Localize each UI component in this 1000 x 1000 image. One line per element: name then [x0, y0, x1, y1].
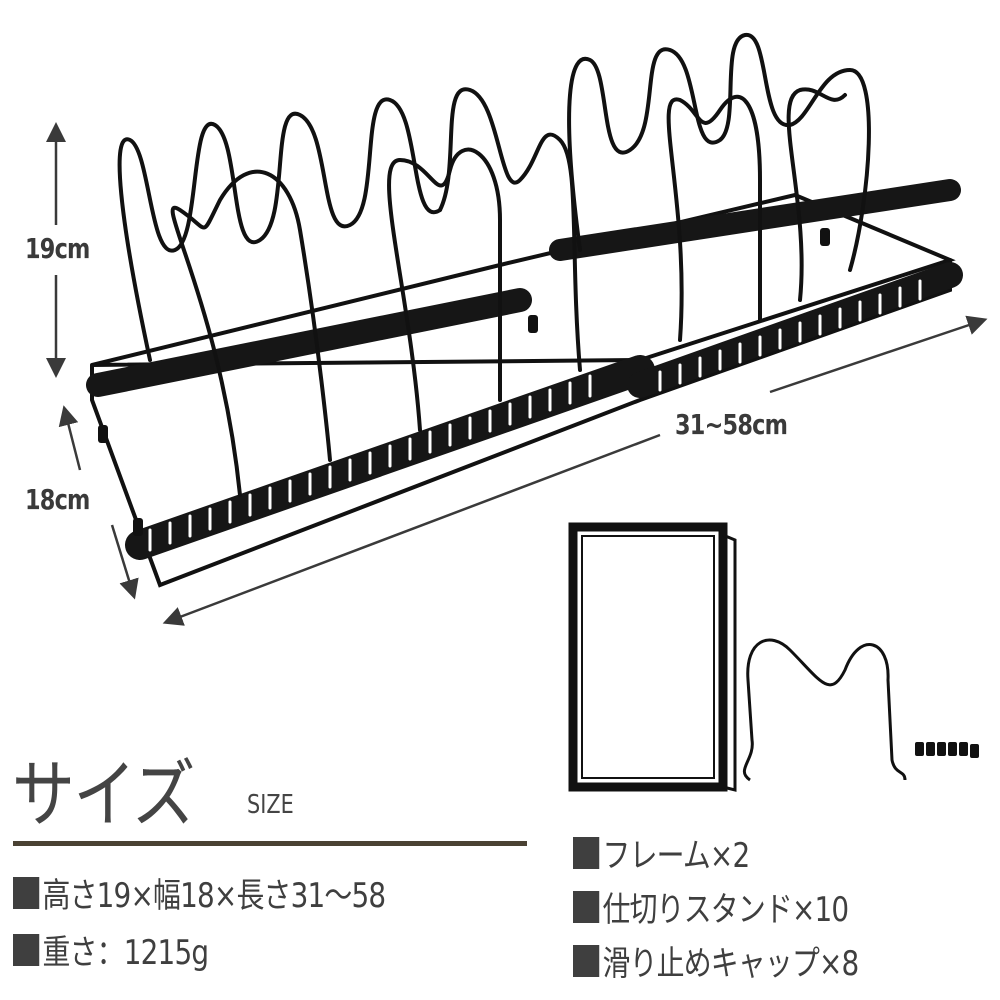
bullet-square-icon — [13, 933, 40, 966]
length-dimension-label: 31~58cm — [675, 408, 788, 441]
dimension-arrows — [46, 122, 988, 626]
content-frame-text: フレーム×2 — [602, 836, 751, 876]
spec-size-text: 高さ19×幅18×長さ31〜58 — [42, 876, 387, 916]
content-stand: 仕切りスタンド×10 — [573, 882, 850, 931]
content-caps: 滑り止めキャップ×8 — [573, 936, 860, 985]
bullet-square-icon — [13, 876, 40, 909]
width-dimension-label: 18cm — [25, 483, 90, 516]
spec-size: 高さ19×幅18×長さ31〜58 — [13, 868, 387, 917]
spec-weight-text: 重さ：1215g — [42, 933, 210, 973]
anti-slip-caps — [915, 742, 979, 758]
section-subtitle: SIZE — [247, 790, 294, 820]
divider — [13, 841, 527, 846]
content-frame: フレーム×2 — [573, 828, 751, 877]
spec-weight: 重さ：1215g — [13, 925, 210, 974]
frame-part — [568, 522, 737, 792]
bullet-square-icon — [573, 944, 600, 977]
bullet-square-icon — [573, 890, 600, 923]
bullet-square-icon — [573, 836, 600, 869]
height-dimension-label: 19cm — [25, 232, 90, 265]
content-caps-text: 滑り止めキャップ×8 — [602, 944, 860, 984]
divider-stand-part — [742, 638, 907, 782]
section-title: サイズ — [12, 752, 195, 838]
dish-rack — [86, 33, 963, 588]
content-stand-text: 仕切りスタンド×10 — [602, 890, 850, 930]
